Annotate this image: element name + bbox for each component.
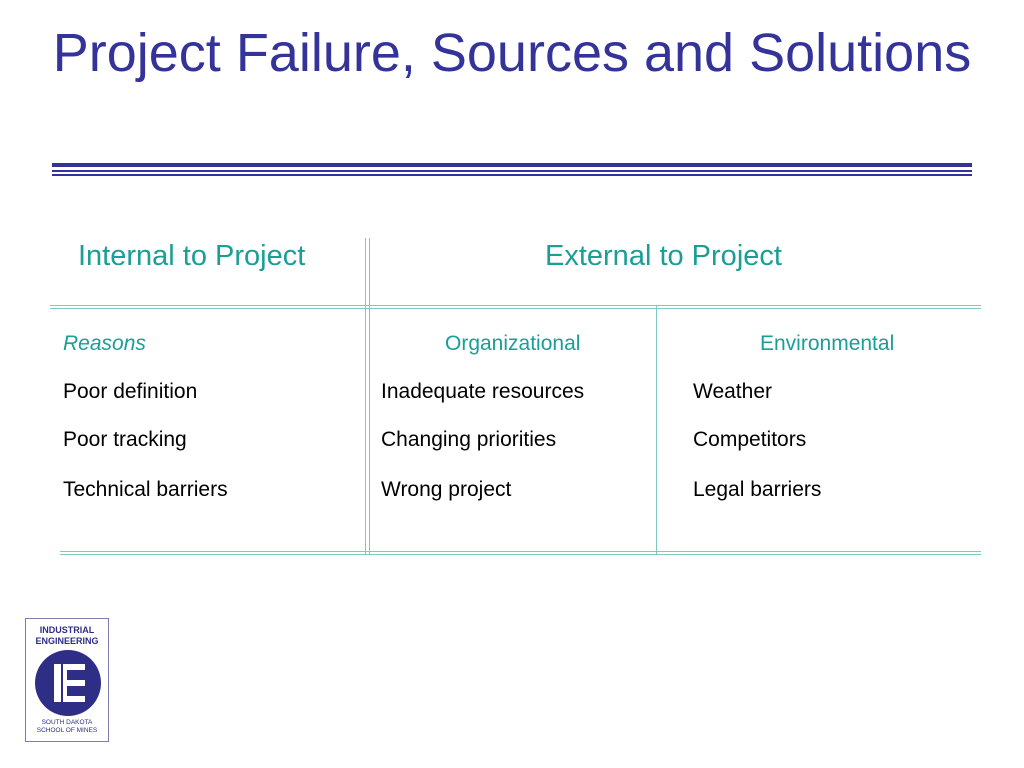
- table-cell: Legal barriers: [693, 478, 822, 501]
- table-cell: Technical barriers: [63, 478, 228, 501]
- table-rule-bottom: [60, 554, 981, 555]
- table-rule-bottom: [60, 551, 981, 552]
- header-internal: Internal to Project: [78, 240, 306, 272]
- column-divider: [369, 238, 370, 555]
- column-divider: [365, 238, 366, 555]
- header-external: External to Project: [545, 240, 782, 272]
- table-cell: Inadequate resources: [381, 380, 585, 403]
- slide-title: Project Failure, Sources and Solutions: [52, 23, 972, 83]
- table-cell: Wrong project: [381, 478, 512, 501]
- subheader-organizational: Organizational: [445, 332, 581, 355]
- title-underline: [52, 174, 972, 176]
- table-cell: Weather: [693, 380, 772, 403]
- table-cell: Changing priorities: [381, 428, 557, 451]
- table-rule-top: [50, 308, 981, 309]
- table-cell: Competitors: [693, 428, 807, 451]
- title-underline: [52, 170, 972, 172]
- department-logo: INDUSTRIAL ENGINEERING SOUTH DAKOTA SCHO…: [25, 618, 109, 742]
- table-cell: Poor definition: [63, 380, 198, 403]
- subheader-environmental: Environmental: [760, 332, 895, 355]
- table-rule-top: [50, 305, 981, 306]
- ie-emblem-icon: [35, 650, 101, 716]
- title-underline: [52, 163, 972, 167]
- subheader-reasons: Reasons: [63, 332, 146, 355]
- subcolumn-divider: [656, 306, 657, 554]
- table-cell: Poor tracking: [63, 428, 187, 451]
